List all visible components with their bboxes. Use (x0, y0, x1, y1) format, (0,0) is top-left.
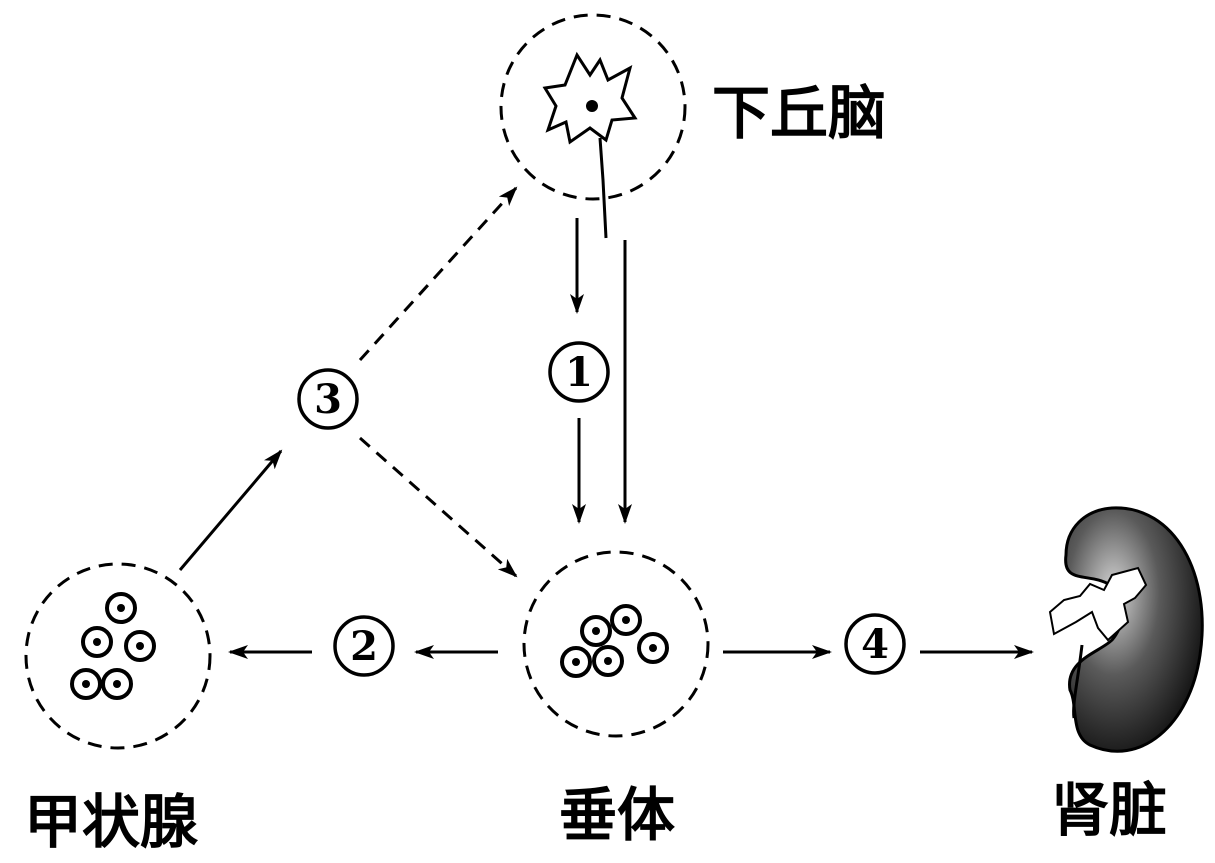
cell-cluster-icon (560, 604, 669, 678)
kidney-label: 肾脏 (1051, 776, 1167, 844)
pathway-marker-1: 1 (548, 341, 610, 403)
pathway-marker-4: 4 (844, 613, 906, 675)
marker-1-label: 1 (565, 349, 593, 396)
hypothalamus-node (499, 13, 687, 239)
marker-3-label: 3 (314, 376, 342, 423)
marker-2-label: 2 (350, 623, 378, 670)
pituitary-node (522, 550, 710, 738)
hypothalamus-boundary (499, 13, 687, 201)
pathway-marker-2: 2 (333, 615, 395, 677)
arrow-thyroid-to-marker-3 (178, 449, 283, 571)
pituitary-boundary (522, 550, 710, 738)
thyroid-boundary (24, 562, 212, 750)
pathway-marker-3: 3 (297, 368, 359, 430)
thyroid-label: 甲状腺 (24, 788, 199, 856)
neuron-icon (542, 51, 638, 239)
kidney-icon (1048, 506, 1204, 753)
cell-cluster-icon (70, 592, 156, 700)
feedback-arrow-to-hypothalamus (358, 186, 518, 362)
hypothalamus-label: 下丘脑 (712, 79, 886, 147)
thyroid-node (24, 562, 212, 750)
marker-4-label: 4 (861, 621, 889, 668)
feedback-arrow-to-pituitary (359, 436, 518, 578)
pituitary-label: 垂体 (559, 781, 675, 849)
